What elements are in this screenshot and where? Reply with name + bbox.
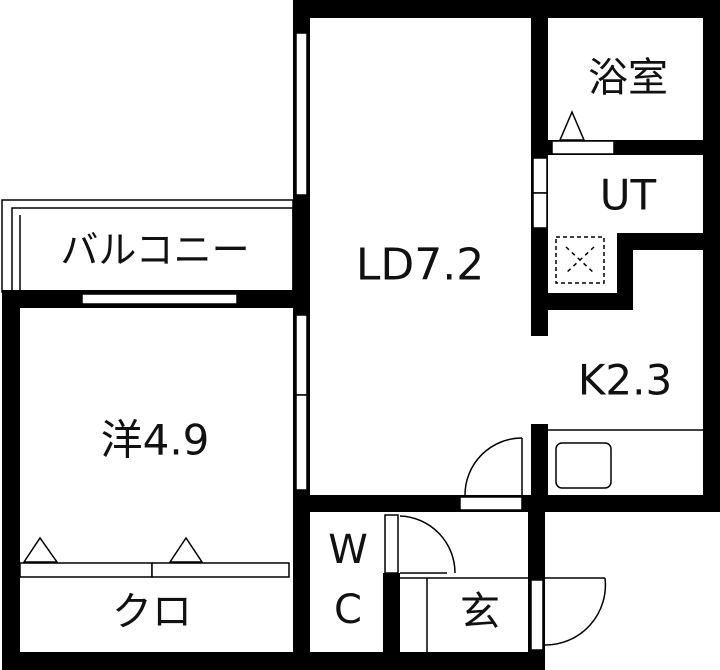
- room-label-utility: UT: [600, 171, 657, 220]
- ld-door-jamb: [459, 496, 523, 511]
- bath-door: [551, 140, 615, 155]
- room-label-wc-c: C: [334, 587, 362, 633]
- closet-marker-right: [168, 536, 204, 563]
- closet-marker-left: [22, 536, 59, 563]
- balcony-window: [81, 293, 238, 305]
- wc-door-jamb: [384, 514, 399, 574]
- ld-window-lower-1: [295, 314, 308, 396]
- entrance-door-jamb: [530, 579, 544, 651]
- room-label-wc-w: W: [328, 527, 368, 573]
- room-label-entrance: 玄: [460, 589, 500, 635]
- sink: [555, 442, 612, 489]
- room-label-living-dining: LD7.2: [356, 240, 484, 291]
- windows-and-openings: [19, 32, 615, 651]
- closet-door-1: [19, 562, 153, 578]
- ld-window-upper: [295, 32, 308, 196]
- room-label-balcony: バルコニー: [60, 228, 249, 272]
- room-label-western-room: 洋4.9: [101, 416, 210, 465]
- room-label-closet: クロ: [112, 589, 192, 635]
- room-label-kitchen: K2.3: [578, 356, 672, 405]
- ld-window-lower-2: [295, 394, 308, 491]
- fixtures: [1, 110, 705, 652]
- room-labels: 浴室 UT LD7.2 K2.3 バルコニー 洋4.9 クロ W C 玄: [60, 55, 672, 635]
- ut-window-2: [532, 192, 548, 229]
- washer-pan: [555, 236, 605, 284]
- closet-door-2: [151, 562, 290, 578]
- room-label-bath: 浴室: [588, 55, 668, 101]
- ut-window-1: [532, 157, 548, 194]
